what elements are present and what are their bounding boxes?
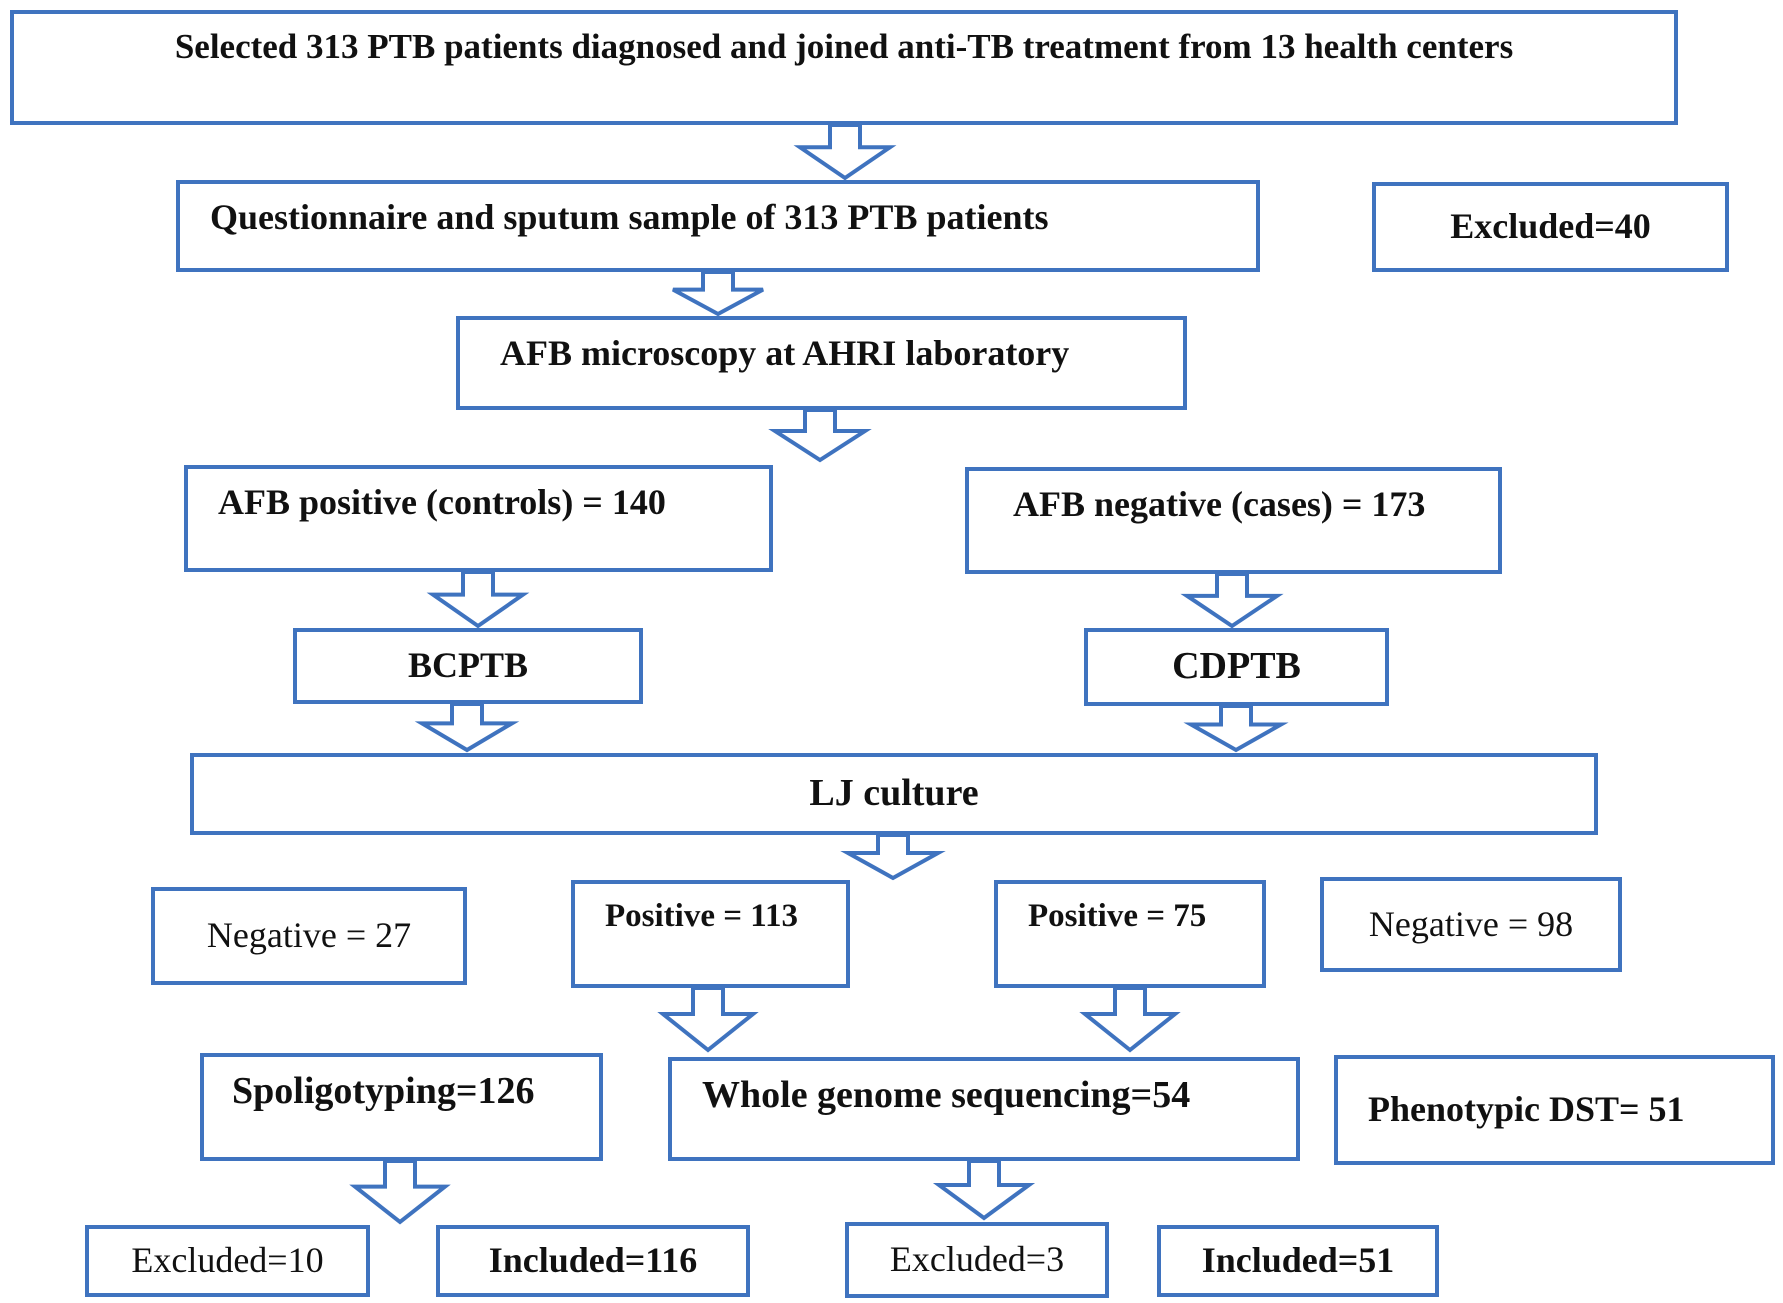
arrow-positive75-to-typing: [1079, 986, 1181, 1053]
positive-75-box: Positive = 75: [994, 880, 1266, 988]
bcptb-box: BCPTB: [293, 628, 643, 704]
afb-microscopy-text: AFB microscopy at AHRI laboratory: [500, 333, 1070, 373]
included-116-text: Included=116: [488, 1240, 698, 1281]
arrow-spoligotyping-to-outcome: [349, 1159, 451, 1225]
arrow-cdptb-to-culture: [1183, 704, 1289, 753]
lj-culture-box: LJ culture: [190, 753, 1598, 835]
afb-positive-text: AFB positive (controls) = 140: [218, 482, 666, 522]
negative-98-text: Negative = 98: [1368, 903, 1574, 944]
arrow-negative-to-cdptb: [1180, 572, 1284, 629]
questionnaire-text: Questionnaire and sputum sample of 313 P…: [210, 197, 1049, 237]
phenotypic-dst-text: Phenotypic DST= 51: [1368, 1089, 1685, 1130]
included-51-box: Included=51: [1157, 1225, 1439, 1297]
excluded-40-text: Excluded=40: [1450, 206, 1651, 247]
afb-negative-text: AFB negative (cases) = 173: [1013, 484, 1426, 524]
wgs-box: Whole genome sequencing=54: [668, 1057, 1300, 1161]
excluded-3-box: Excluded=3: [845, 1222, 1109, 1298]
arrow-microscopy-to-results: [768, 408, 872, 463]
bcptb-text: BCPTB: [407, 645, 529, 686]
positive-113-box: Positive = 113: [571, 880, 850, 988]
afb-microscopy-box: AFB microscopy at AHRI laboratory: [456, 316, 1187, 410]
negative-27-text: Negative = 27: [206, 915, 412, 956]
arrow-culture-to-results: [840, 833, 946, 881]
arrow-wgs-to-outcome: [932, 1159, 1036, 1221]
included-51-text: Included=51: [1201, 1240, 1395, 1281]
arrow-bcptb-to-culture: [414, 702, 520, 753]
spoligotyping-text: Spoligotyping=126: [232, 1070, 535, 1112]
cdptb-text: CDPTB: [1172, 645, 1301, 688]
questionnaire-box: Questionnaire and sputum sample of 313 P…: [176, 180, 1260, 272]
arrow-positive113-to-typing: [657, 986, 759, 1053]
wgs-text: Whole genome sequencing=54: [702, 1074, 1191, 1116]
included-116-box: Included=116: [436, 1225, 750, 1297]
excluded-40-box: Excluded=40: [1372, 182, 1729, 272]
cdptb-box: CDPTB: [1084, 628, 1389, 706]
excluded-10-box: Excluded=10: [85, 1225, 370, 1297]
lj-culture-text: LJ culture: [809, 772, 979, 815]
spoligotyping-box: Spoligotyping=126: [200, 1053, 603, 1161]
phenotypic-dst-box: Phenotypic DST= 51: [1334, 1055, 1775, 1165]
positive-75-text: Positive = 75: [1028, 898, 1207, 934]
negative-27-box: Negative = 27: [151, 887, 467, 985]
arrow-positive-to-bcptb: [426, 570, 530, 629]
excluded-10-text: Excluded=10: [131, 1240, 324, 1281]
arrow-selected-to-questionnaire: [793, 123, 897, 181]
positive-113-text: Positive = 113: [605, 898, 798, 934]
selected-patients-text: Selected 313 PTB patients diagnosed and …: [174, 27, 1514, 66]
afb-negative-box: AFB negative (cases) = 173: [965, 467, 1502, 574]
arrow-questionnaire-to-microscopy: [672, 270, 764, 317]
selected-patients-box: Selected 313 PTB patients diagnosed and …: [10, 10, 1678, 125]
afb-positive-box: AFB positive (controls) = 140: [184, 465, 773, 572]
excluded-3-text: Excluded=3: [889, 1239, 1065, 1280]
negative-98-box: Negative = 98: [1320, 877, 1622, 972]
